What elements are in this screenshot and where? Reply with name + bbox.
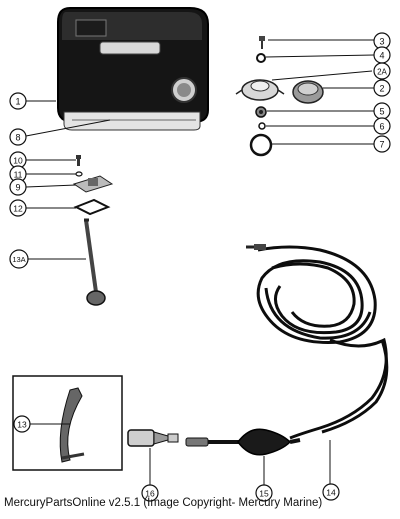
cap-part-2 <box>292 80 324 104</box>
callout-14: 14 <box>322 483 340 501</box>
svg-text:11: 11 <box>14 170 23 180</box>
callout-15: 15 <box>255 484 273 502</box>
svg-text:15: 15 <box>259 489 269 499</box>
pickup-tube-13A <box>84 218 106 306</box>
svg-text:9: 9 <box>15 183 20 193</box>
callout-4: 4 <box>373 46 391 64</box>
copyright-footer: MercuryPartsOnline v2.5.1 (Image Copyrig… <box>4 497 323 509</box>
callout-13A: 13A <box>9 249 29 269</box>
fuel-hose-coil <box>256 245 389 440</box>
hose-end-fitting <box>246 244 266 250</box>
svg-text:6: 6 <box>379 122 384 132</box>
svg-text:1: 1 <box>15 97 20 107</box>
callout-2: 2 <box>373 79 391 97</box>
svg-text:2A: 2A <box>377 68 387 77</box>
cap-part-2A <box>235 79 285 101</box>
svg-text:16: 16 <box>145 489 155 499</box>
washer-part-4 <box>256 53 266 63</box>
callout-16: 16 <box>141 484 159 502</box>
connector-16 <box>127 429 179 447</box>
callout-5: 5 <box>373 102 391 120</box>
callout-12: 12 <box>9 199 27 217</box>
svg-text:13: 13 <box>17 420 27 430</box>
svg-text:12: 12 <box>13 204 23 214</box>
callout-7: 7 <box>373 135 391 153</box>
callout-8: 8 <box>9 128 27 146</box>
svg-text:2: 2 <box>379 84 384 94</box>
fitting-part-5 <box>255 106 267 118</box>
washer-part-11 <box>75 171 83 177</box>
leader-lines <box>25 39 375 490</box>
svg-text:10: 10 <box>13 156 23 166</box>
gasket-part-7 <box>249 133 273 157</box>
svg-text:3: 3 <box>379 37 384 47</box>
washer-part-6 <box>258 122 266 130</box>
screw-part-10 <box>76 155 81 166</box>
callout-13: 13 <box>13 415 31 433</box>
svg-text:8: 8 <box>15 133 20 143</box>
screw-part-3 <box>259 36 265 49</box>
callout-9: 9 <box>9 178 27 196</box>
svg-text:14: 14 <box>326 488 336 498</box>
svg-text:5: 5 <box>379 107 384 117</box>
fuel-tank <box>57 7 209 131</box>
callout-1: 1 <box>9 92 27 110</box>
primer-bulb-15 <box>185 428 301 456</box>
inset-box-13 <box>12 375 123 471</box>
bracket-part-9 <box>72 175 114 193</box>
svg-text:4: 4 <box>379 51 384 61</box>
svg-text:7: 7 <box>379 140 384 150</box>
gasket-part-12 <box>73 198 111 216</box>
callout-2A: 2A <box>373 62 391 80</box>
svg-text:13A: 13A <box>12 255 25 264</box>
callout-6: 6 <box>373 117 391 135</box>
